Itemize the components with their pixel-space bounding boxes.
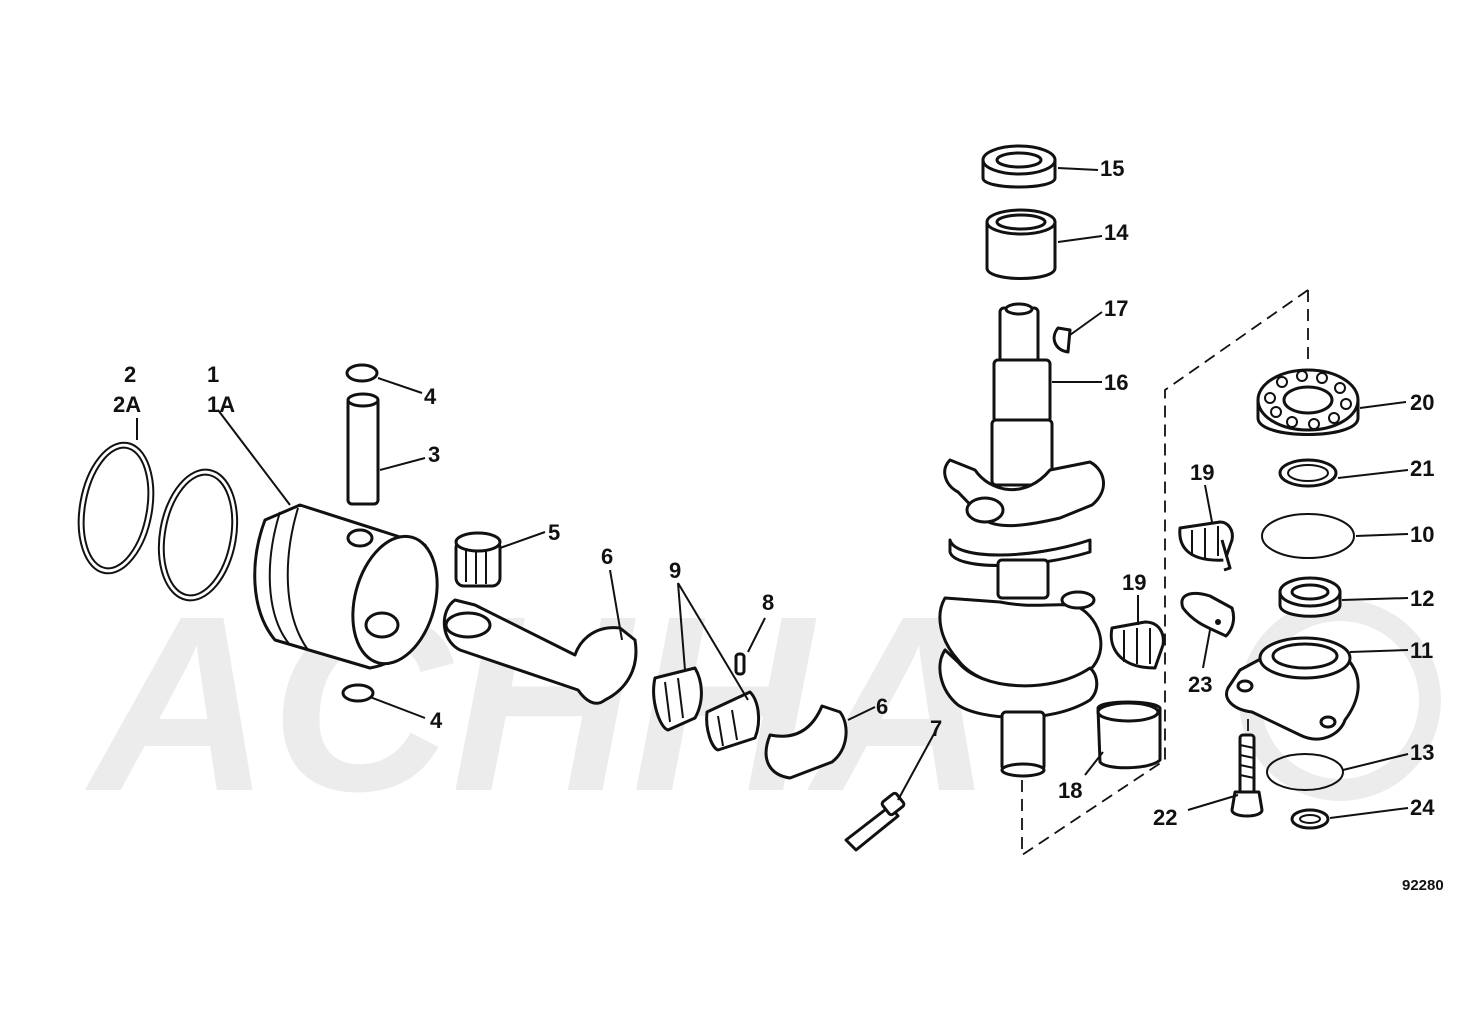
connecting-rod-cap (764, 704, 848, 780)
piston (253, 503, 439, 670)
caged-needle-bearing-lower (1109, 620, 1165, 670)
callout-10: 10 (1410, 522, 1434, 547)
piston-ring-second (157, 468, 239, 602)
callout-16: 16 (1104, 370, 1128, 395)
callout-6-rod: 6 (601, 544, 613, 569)
figure-code: 92280 (1402, 877, 1444, 894)
callout-6-cap: 6 (876, 694, 888, 719)
callout-1a: 1A (207, 392, 235, 417)
lower-bearing-housing (1225, 636, 1360, 741)
callout-15: 15 (1100, 156, 1124, 181)
crankshaft-seal (981, 144, 1057, 189)
callout-2a: 2A (113, 392, 141, 417)
callout-leader-lines (136, 167, 1409, 819)
crankshaft (938, 302, 1105, 778)
bearing-liner (1180, 592, 1236, 638)
washer (1290, 808, 1330, 830)
callout-4-lower: 4 (430, 708, 443, 733)
callout-2: 2 (124, 362, 136, 387)
callout-4-upper: 4 (424, 384, 437, 409)
callout-17: 17 (1104, 296, 1128, 321)
callout-11: 11 (1410, 638, 1433, 663)
assembly-guide-lines (1021, 289, 1309, 856)
callout-labels: 2 2A 1 1A 4 3 4 5 6 9 8 6 7 15 14 17 16 … (113, 156, 1444, 894)
ball-bearing (1256, 368, 1360, 436)
piston-ring-top (77, 441, 155, 575)
callout-14: 14 (1104, 220, 1129, 245)
housing-bolt (1230, 733, 1264, 818)
callout-1: 1 (207, 362, 219, 387)
callout-3: 3 (428, 442, 440, 467)
needle-bearing-small-end (454, 531, 502, 588)
callout-21: 21 (1410, 456, 1434, 481)
caged-needle-bearing-upper (1178, 520, 1234, 572)
pin-retainer-bottom (341, 683, 375, 703)
callout-20: 20 (1410, 390, 1434, 415)
bearing-sleeve (1096, 700, 1162, 770)
callout-13: 13 (1410, 740, 1434, 765)
callout-5: 5 (548, 520, 560, 545)
dowel-pin (734, 652, 746, 676)
rod-bearing-half-right (705, 690, 761, 752)
watermark: ACHHA (84, 564, 1441, 843)
wrist-pin (346, 392, 380, 506)
callout-18: 18 (1058, 778, 1082, 803)
callout-9: 9 (669, 558, 681, 583)
callout-12: 12 (1410, 586, 1434, 611)
callout-19-lower: 19 (1122, 570, 1146, 595)
o-ring-upper (1261, 513, 1355, 559)
callout-7: 7 (930, 716, 942, 741)
callout-22: 22 (1153, 805, 1177, 830)
callout-19-upper: 19 (1190, 460, 1214, 485)
callout-23: 23 (1188, 672, 1212, 697)
watermark-text: ACHHA (84, 564, 993, 843)
callout-24: 24 (1410, 795, 1435, 820)
connecting-rod (442, 598, 638, 705)
pin-retainer-top (345, 363, 379, 383)
bearing-retaining-ring (1278, 458, 1338, 488)
upper-roller-bearing (985, 208, 1057, 280)
callout-8: 8 (762, 590, 774, 615)
rod-bearing-half-left (652, 666, 703, 732)
lower-seal (1278, 576, 1342, 618)
woodruff-key (1052, 326, 1072, 354)
o-ring-lower (1266, 753, 1344, 791)
